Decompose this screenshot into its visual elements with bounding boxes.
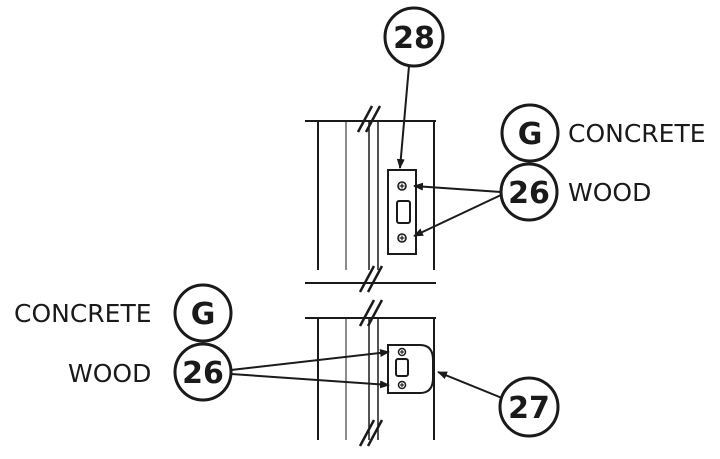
- lower-frame: [305, 317, 436, 440]
- lower-assembly: CONCRETE G WOOD 26 27: [14, 283, 560, 447]
- upper-frame: [305, 120, 436, 284]
- screw-icon: [397, 181, 407, 191]
- break-symbol-bottom: [358, 265, 384, 293]
- material-26-symbol: 26: [508, 176, 550, 211]
- break-symbol-top: [356, 105, 382, 133]
- material-g-label: CONCRETE: [568, 119, 706, 148]
- material-26-wood-upper: 26 WOOD: [413, 162, 651, 237]
- callout-28-number: 28: [393, 21, 435, 56]
- strike-plate: [387, 169, 417, 255]
- material-26-symbol: 26: [182, 356, 224, 391]
- material-g-concrete-upper: G CONCRETE: [500, 103, 706, 163]
- screw-icon: [397, 380, 407, 390]
- material-g-concrete-lower: CONCRETE G: [14, 283, 233, 343]
- callout-27-number: 27: [508, 391, 550, 426]
- latch-plate: [387, 344, 434, 394]
- material-26-label: WOOD: [568, 178, 651, 207]
- break-symbol-bottom: [358, 419, 384, 447]
- material-26-wood-lower: WOOD 26: [68, 342, 390, 402]
- material-g-label: CONCRETE: [14, 299, 152, 328]
- upper-assembly: 28 G CONCRETE 26 WOOD: [305, 6, 706, 293]
- callout-28: 28: [383, 6, 445, 169]
- material-g-symbol: G: [191, 297, 216, 332]
- break-symbol-top: [358, 299, 384, 327]
- material-26-label: WOOD: [68, 359, 151, 388]
- screw-icon: [397, 347, 407, 357]
- callout-27: 27: [437, 371, 560, 438]
- material-g-symbol: G: [518, 117, 543, 152]
- screw-icon: [397, 233, 407, 243]
